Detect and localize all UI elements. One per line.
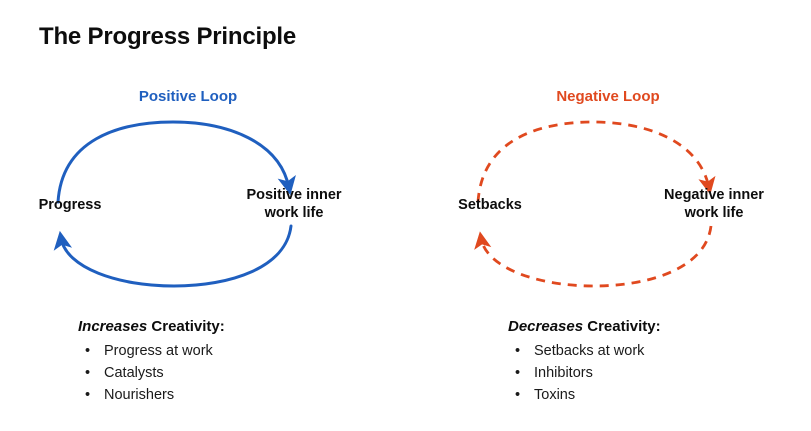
negative-return-arrow (474, 225, 713, 288)
bullet-icon: • (515, 365, 521, 382)
node-label-setbacks: Setbacks (458, 197, 522, 213)
bullet-icon: • (85, 343, 91, 359)
list-item: • Nourishers (78, 384, 378, 406)
page-title: The Progress Principle (39, 23, 297, 50)
list-item-label: Inhibitors (534, 365, 593, 382)
list-item: • Progress at work (78, 340, 378, 362)
bullet-icon: • (85, 387, 91, 404)
increases-creativity-list: • Progress at work • Catalysts • Nourish… (78, 340, 378, 406)
negative-forward-arrow (476, 120, 716, 203)
increases-creativity-title: Increases Creativity: (78, 318, 378, 335)
bullet-icon: • (515, 387, 521, 404)
decreases-creativity-list: • Setbacks at work • Inhibitors • Toxins (508, 340, 808, 406)
increases-rest: Creativity: (147, 318, 225, 335)
positive-forward-arrow (56, 120, 296, 204)
decreases-emphasis: Decreases (508, 318, 584, 335)
negative-loop-arrows (474, 120, 716, 288)
node-label-progress: Progress (38, 197, 102, 213)
list-item: • Catalysts (78, 362, 378, 384)
positive-return-arrow (53, 224, 293, 288)
decreases-rest: Creativity: (583, 318, 661, 335)
node-label-positive-inner-work-life: Positive inner work life (246, 187, 342, 222)
positive-loop-heading: Positive Loop (138, 88, 238, 105)
list-item-label: Nourishers (104, 387, 175, 404)
list-item: • Setbacks at work (508, 340, 808, 362)
increases-creativity-block: Increases Creativity: • Progress at work… (78, 318, 378, 406)
list-item-label: Catalysts (104, 365, 164, 382)
list-item: • Toxins (508, 384, 808, 406)
decreases-creativity-block: Decreases Creativity: • Setbacks at work… (508, 318, 808, 406)
bullet-icon: • (515, 343, 521, 359)
negative-loop-diagram: Negative Loop Setbacks Negative inner wo… (428, 88, 788, 298)
decreases-creativity-title: Decreases Creativity: (508, 318, 808, 335)
increases-emphasis: Increases (78, 318, 148, 335)
list-item-label: Setbacks at work (534, 343, 645, 359)
positive-loop-diagram: Positive Loop Progress Positive inner wo… (8, 88, 368, 298)
positive-loop-arrows (53, 120, 296, 288)
negative-loop-heading: Negative Loop (556, 88, 660, 105)
node-label-negative-inner-work-life: Negative inner work life (664, 187, 764, 222)
bullet-icon: • (85, 365, 91, 382)
list-item-label: Progress at work (104, 343, 213, 359)
list-item-label: Toxins (534, 387, 576, 404)
list-item: • Inhibitors (508, 362, 808, 384)
